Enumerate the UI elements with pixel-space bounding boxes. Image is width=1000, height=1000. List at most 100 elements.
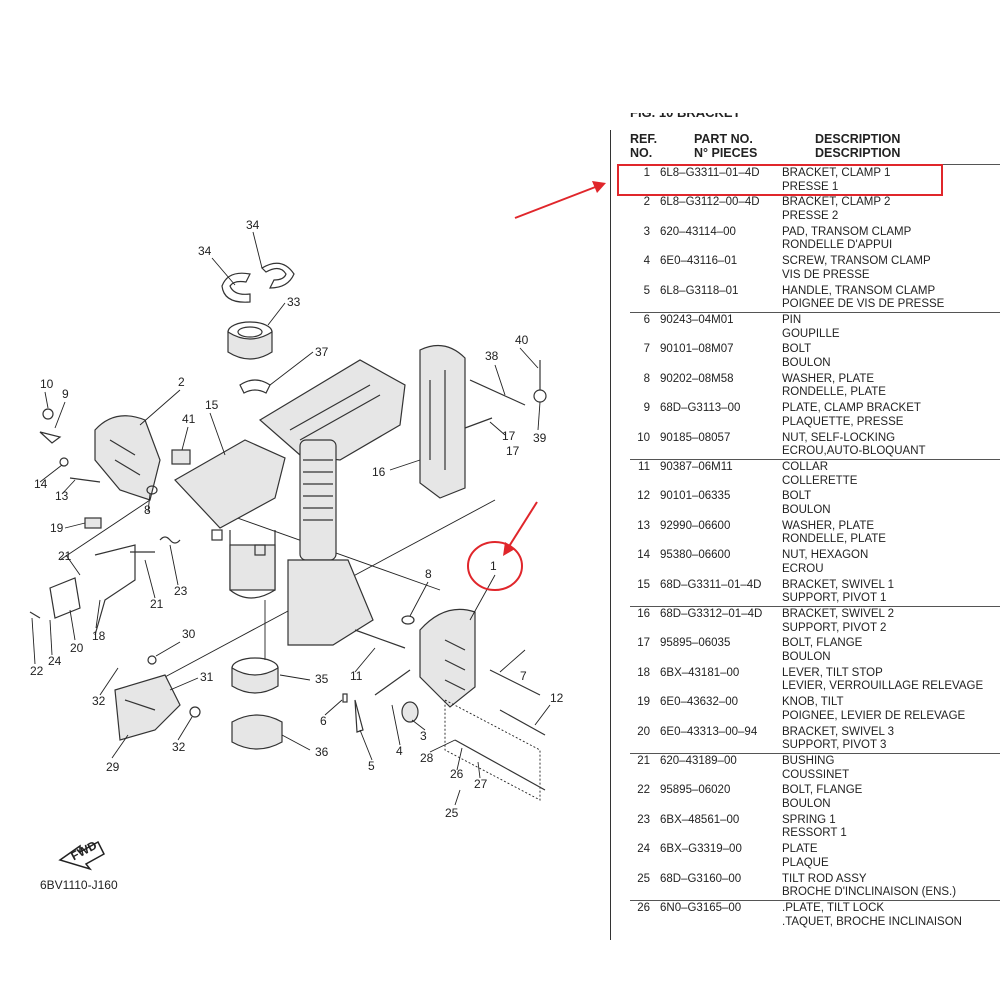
nut-part-14: [59, 457, 69, 467]
row-part-number: 6BX–G3319–00: [660, 843, 742, 856]
row-part-number: 620–43189–00: [660, 755, 737, 767]
row-ref-number: 8: [643, 372, 650, 385]
row-ref-number: 20: [637, 725, 650, 738]
header-description: DESCRIPTION DESCRIPTION: [815, 132, 900, 160]
callout-22: 22: [30, 664, 44, 678]
row-ref-number: 12: [637, 490, 650, 503]
row-description-fr: SUPPORT, PIVOT 3: [782, 739, 887, 752]
row-part-number: 68D–G3160–00: [660, 872, 742, 885]
row-ref-number: 5: [643, 284, 650, 297]
callout-5: 5: [368, 759, 375, 773]
header-part-no-line2: N° PIECES: [694, 146, 758, 160]
callout-28: 28: [420, 751, 434, 765]
row-ref-number: 25: [637, 872, 650, 885]
row-ref-number: 2: [643, 196, 650, 209]
row-part-number: 6L8–G3118–01: [660, 284, 739, 297]
row-ref-number: 11: [638, 461, 650, 473]
row-part-number: 95380–06600: [660, 549, 731, 562]
row-ref-number: 17: [637, 637, 650, 650]
callout-37: 37: [315, 345, 329, 359]
row-description-en: BRACKET, SWIVEL 2: [782, 608, 895, 620]
callout-38: 38: [485, 349, 499, 363]
callout-40: 40: [515, 333, 529, 347]
bolt-part-12: [499, 709, 546, 736]
callout-25: 25: [445, 806, 459, 820]
callout-10: 10: [40, 377, 54, 391]
spring-part-23: [159, 536, 181, 544]
callout-11: 11: [350, 669, 363, 683]
callout-19: 19: [50, 521, 64, 535]
row-description-fr: RONDELLE D'APPUI: [782, 239, 893, 252]
row-description-fr: BOULON: [782, 797, 831, 810]
clip-part-37: [239, 379, 271, 394]
washer-part-13: [69, 477, 101, 483]
row-description-fr: BOULON: [782, 356, 831, 369]
pin-part-6: [342, 693, 348, 703]
callout-4: 4: [396, 744, 403, 758]
row-part-number: 90101–06335: [660, 490, 731, 503]
header-ref-line1: REF.: [630, 132, 658, 146]
callout-20: 20: [70, 641, 84, 655]
row-description-fr: SUPPORT, PIVOT 1: [782, 592, 887, 605]
row-part-number: 6N0–G3165–00: [660, 902, 742, 914]
washer-part-8: [146, 485, 158, 495]
callout-21: 21: [150, 597, 164, 611]
row-description-en: LEVER, TILT STOP: [782, 666, 883, 679]
row-description-en: SPRING 1: [782, 813, 836, 826]
row-description-fr: RONDELLE, PLATE: [782, 533, 886, 546]
header-ref: REF. NO.: [630, 132, 657, 160]
callout-41: 41: [182, 412, 196, 426]
row-description-fr: VIS DE PRESSE: [782, 268, 870, 281]
row-description-fr: COUSSINET: [782, 768, 850, 781]
group-divider: [630, 606, 1000, 607]
bolt-part-17: [464, 417, 493, 429]
row-ref-number: 6: [643, 314, 650, 326]
callout-30: 30: [182, 627, 196, 641]
group-divider: [630, 312, 1000, 313]
parts-list: FIG. 10 BRACKET SUPPO REF. NO. PART NO. …: [610, 105, 1000, 940]
row-ref-number: 21: [637, 755, 650, 767]
row-part-number: 68D–G3311–01–4D: [660, 578, 762, 591]
row-ref-number: 14: [637, 549, 650, 562]
row-description-en: TILT ROD ASSY: [782, 872, 867, 885]
bracket-part-20: [49, 577, 81, 619]
pad-part-3: [401, 701, 419, 723]
callout-15: 15: [205, 398, 219, 412]
swivel-bracket-part-15: [174, 439, 286, 599]
row-description-en: BRACKET, SWIVEL 3: [782, 725, 895, 738]
callout-12: 12: [550, 691, 564, 705]
row-description-en: NUT, HEXAGON: [782, 549, 869, 562]
callout-9: 9: [62, 387, 69, 401]
row-description-en: BOLT, FLANGE: [782, 637, 863, 650]
row-description-en: COLLAR: [782, 461, 829, 473]
row-part-number: 68D–G3113–00: [660, 402, 741, 415]
row-description-fr: PRESSE 1: [782, 180, 839, 193]
row-description-fr: .TAQUET, BROCHE INCLINAISON: [782, 915, 962, 928]
row-part-number: 95895–06020: [660, 784, 731, 797]
callout-17: 17: [506, 444, 520, 458]
row-part-number: 6E0–43116–01: [660, 255, 738, 268]
pin-part-30: [147, 655, 157, 665]
diagram-ref-code: 6BV1110-J160: [40, 878, 118, 892]
row-part-number: 6E0–43313–00–94: [660, 725, 758, 738]
callout-31: 31: [200, 670, 214, 684]
row-ref-number: 18: [637, 666, 650, 679]
nut-part-39: [533, 389, 547, 403]
plate-part-9: [39, 431, 62, 444]
group-divider: [630, 459, 1000, 460]
row-part-number: 620–43114–00: [660, 225, 736, 238]
callout-16: 16: [372, 465, 386, 479]
row-description-en: HANDLE, TRANSOM CLAMP: [782, 284, 936, 297]
row-description-fr: POIGNEE DE VIS DE PRESSE: [782, 298, 945, 311]
row-part-number: 6BX–48561–00: [660, 813, 740, 826]
row-description-en: SCREW, TRANSOM CLAMP: [782, 255, 931, 268]
clamp-bracket-part-2: [94, 415, 161, 501]
callout-36: 36: [315, 745, 329, 759]
